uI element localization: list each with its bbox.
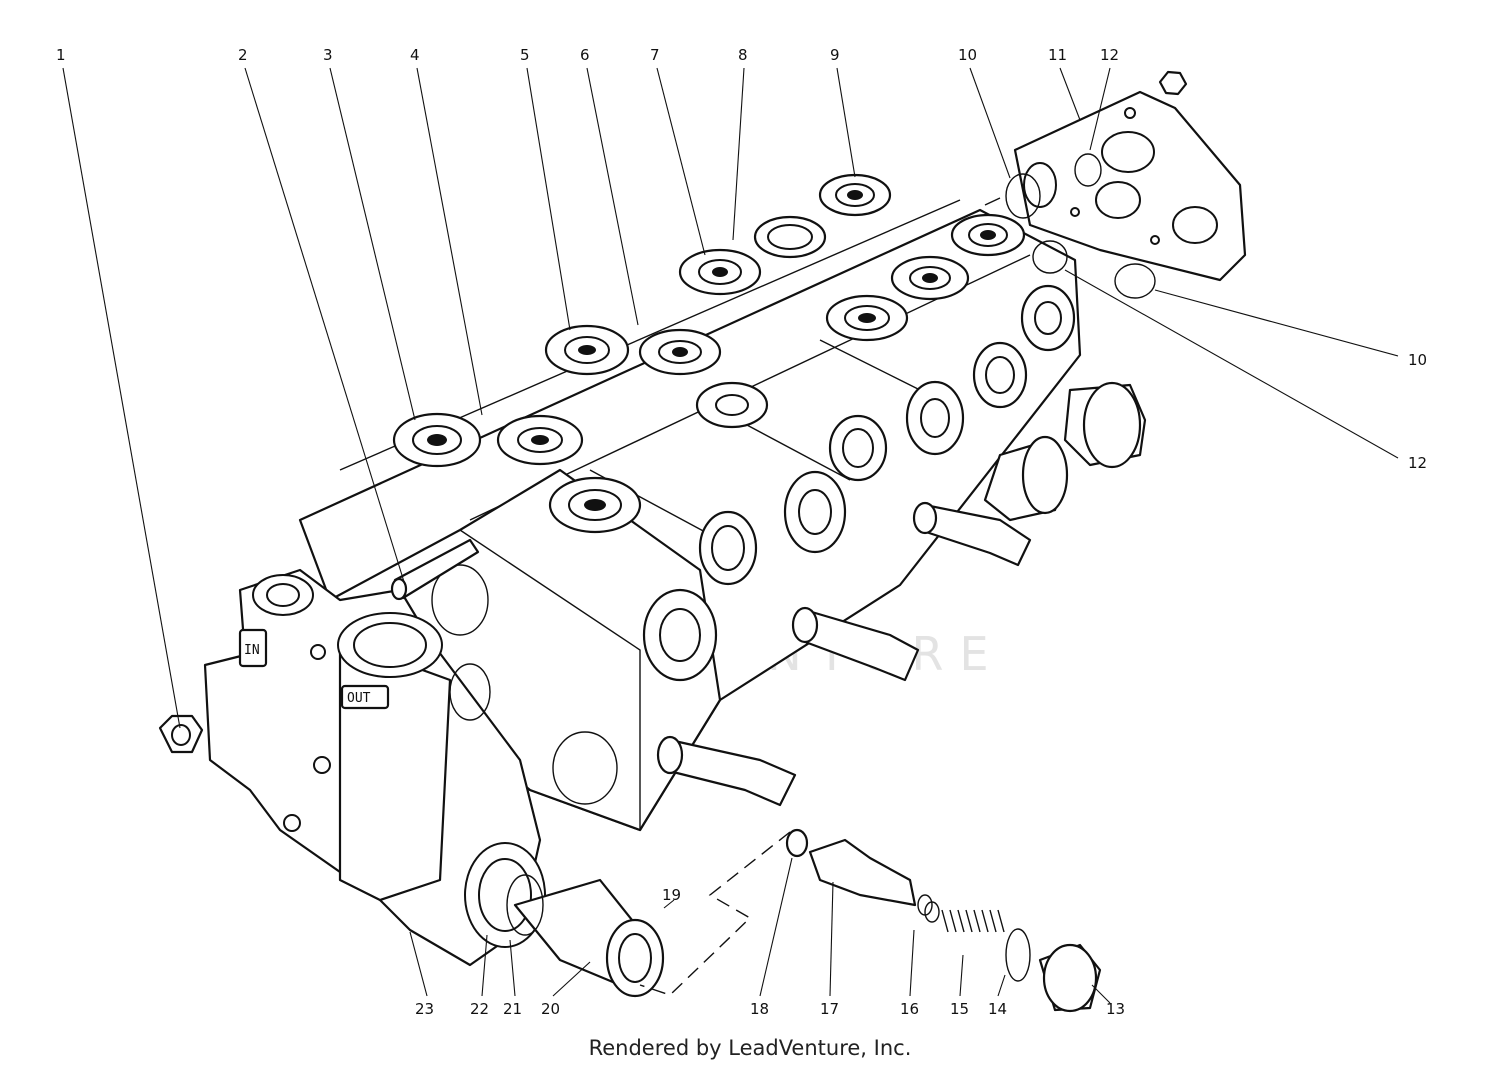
relief-valve-parts <box>506 828 1102 1013</box>
callout-10b: 10 <box>1408 351 1427 369</box>
callout-4: 4 <box>410 46 420 64</box>
port-bosses <box>392 173 1026 534</box>
callout-17: 17 <box>820 1000 839 1018</box>
callout-18: 18 <box>750 1000 769 1018</box>
callout-6: 6 <box>580 46 590 64</box>
side-plugs <box>642 284 1076 682</box>
callout-16: 16 <box>900 1000 919 1018</box>
callout-23: 23 <box>415 1000 434 1018</box>
callout-12: 12 <box>1100 46 1119 64</box>
leader-lines <box>62 67 1399 1004</box>
callout-11: 11 <box>1048 46 1067 64</box>
spool-ends <box>656 381 1147 807</box>
end-cover-inlet-outlet: IN OUT <box>203 568 546 967</box>
callout-21: 21 <box>503 1000 522 1018</box>
callout-13: 13 <box>1106 1000 1125 1018</box>
end-cover-rear <box>1013 70 1247 282</box>
callout-2: 2 <box>238 46 248 64</box>
callout-5: 5 <box>520 46 530 64</box>
inlet-port-label: IN <box>244 643 260 658</box>
callout-8: 8 <box>738 46 748 64</box>
block-o-rings <box>431 564 618 805</box>
callout-3: 3 <box>323 46 333 64</box>
callout-15: 15 <box>950 1000 969 1018</box>
callout-20: 20 <box>541 1000 560 1018</box>
callout-22: 22 <box>470 1000 489 1018</box>
callout-labels: 1 2 3 4 5 6 7 8 9 10 11 12 10 12 13 14 1… <box>56 46 1427 1018</box>
rear-o-rings <box>984 153 1156 299</box>
callout-10: 10 <box>958 46 977 64</box>
callout-19: 19 <box>662 886 681 904</box>
callout-14: 14 <box>988 1000 1007 1018</box>
callout-12b: 12 <box>1408 454 1427 472</box>
credit-text: Rendered by LeadVenture, Inc. <box>588 1036 912 1060</box>
callout-1: 1 <box>56 46 66 64</box>
hex-nut-front <box>158 714 204 754</box>
callout-9: 9 <box>830 46 840 64</box>
tie-rod <box>390 538 480 601</box>
callout-7: 7 <box>650 46 660 64</box>
outlet-port-label: OUT <box>347 691 371 706</box>
